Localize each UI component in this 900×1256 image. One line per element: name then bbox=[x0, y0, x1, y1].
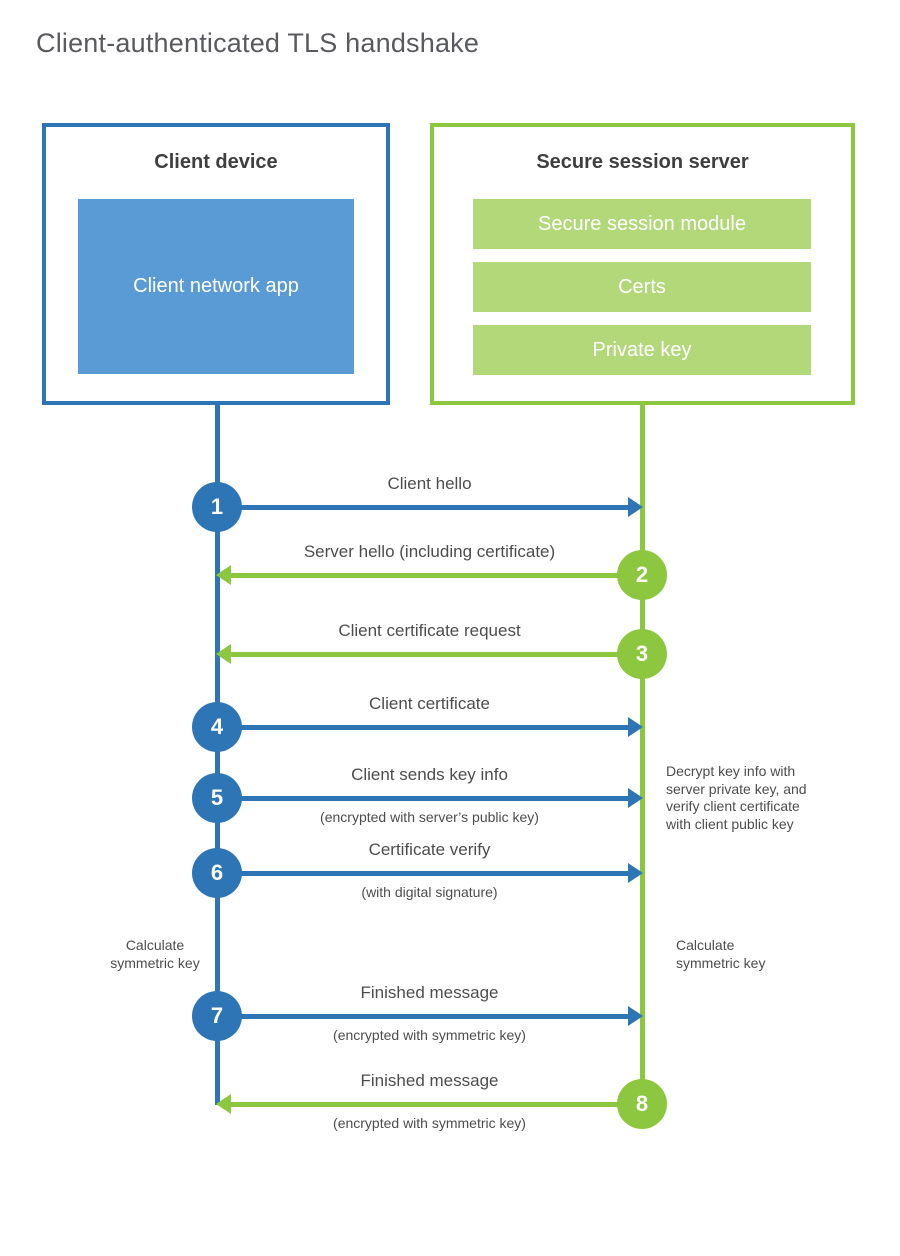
step-label: Client hello bbox=[387, 474, 472, 493]
step-number-badge: 2 bbox=[617, 550, 667, 600]
step-label: Finished message bbox=[360, 983, 499, 1002]
arrow-shaft bbox=[217, 1013, 629, 1019]
step-sublabel: (encrypted with symmetric key) bbox=[333, 1027, 526, 1043]
step-sublabel: (encrypted with server’s public key) bbox=[320, 809, 539, 825]
step-label: Client certificate bbox=[369, 694, 490, 713]
arrow-shaft bbox=[231, 651, 643, 657]
server-module-secure-session: Secure session module bbox=[473, 199, 811, 249]
arrow-head-right-icon bbox=[628, 863, 643, 883]
step-label: Server hello (including certificate) bbox=[303, 542, 556, 561]
step-label: Client sends key info bbox=[351, 765, 508, 784]
server-lifeline bbox=[640, 404, 645, 1104]
note-calculate-symmetric-key-server: Calculate symmetric key bbox=[676, 937, 766, 971]
arrow-head-right-icon bbox=[628, 1006, 643, 1026]
step-label: Finished message bbox=[360, 1071, 499, 1090]
arrow-head-right-icon bbox=[628, 788, 643, 808]
step-number-badge: 1 bbox=[192, 482, 242, 532]
step-number-badge: 6 bbox=[192, 848, 242, 898]
arrow-head-left-icon bbox=[216, 644, 231, 664]
step-sublabel: (encrypted with symmetric key) bbox=[333, 1115, 526, 1131]
arrow-head-left-icon bbox=[216, 565, 231, 585]
client-device-box: Client device Client network app bbox=[42, 123, 390, 405]
arrow-shaft bbox=[217, 795, 629, 801]
arrow-shaft bbox=[231, 1101, 643, 1107]
client-network-app-box: Client network app bbox=[78, 199, 354, 374]
server-module-certs: Certs bbox=[473, 262, 811, 312]
step-number-badge: 7 bbox=[192, 991, 242, 1041]
server-title: Secure session server bbox=[536, 151, 749, 173]
arrow-head-right-icon bbox=[628, 497, 643, 517]
step-number-badge: 4 bbox=[192, 702, 242, 752]
server-modules: Secure session module Certs Private key bbox=[473, 199, 811, 375]
client-device-title: Client device bbox=[154, 151, 278, 173]
arrow-shaft bbox=[217, 724, 629, 730]
arrow-head-right-icon bbox=[628, 717, 643, 737]
step-label: Client certificate request bbox=[338, 621, 521, 640]
client-lifeline bbox=[215, 404, 220, 1105]
step-sublabel: (with digital signature) bbox=[361, 884, 498, 900]
step-number-badge: 3 bbox=[617, 629, 667, 679]
page-title: Client-authenticated TLS handshake bbox=[36, 28, 480, 58]
arrow-shaft bbox=[217, 504, 629, 510]
step-number-badge: 8 bbox=[617, 1079, 667, 1129]
arrow-shaft bbox=[231, 572, 643, 578]
note-calculate-symmetric-key-client: Calculate symmetric key bbox=[110, 937, 200, 971]
arrow-head-left-icon bbox=[216, 1094, 231, 1114]
step-label: Certificate verify bbox=[368, 840, 491, 859]
server-module-private-key: Private key bbox=[473, 325, 811, 375]
secure-session-server-box: Secure session server Secure session mod… bbox=[430, 123, 855, 405]
arrow-shaft bbox=[217, 870, 629, 876]
step-number-badge: 5 bbox=[192, 773, 242, 823]
note-decrypt-key-info: Decrypt key info with server private key… bbox=[666, 763, 807, 832]
